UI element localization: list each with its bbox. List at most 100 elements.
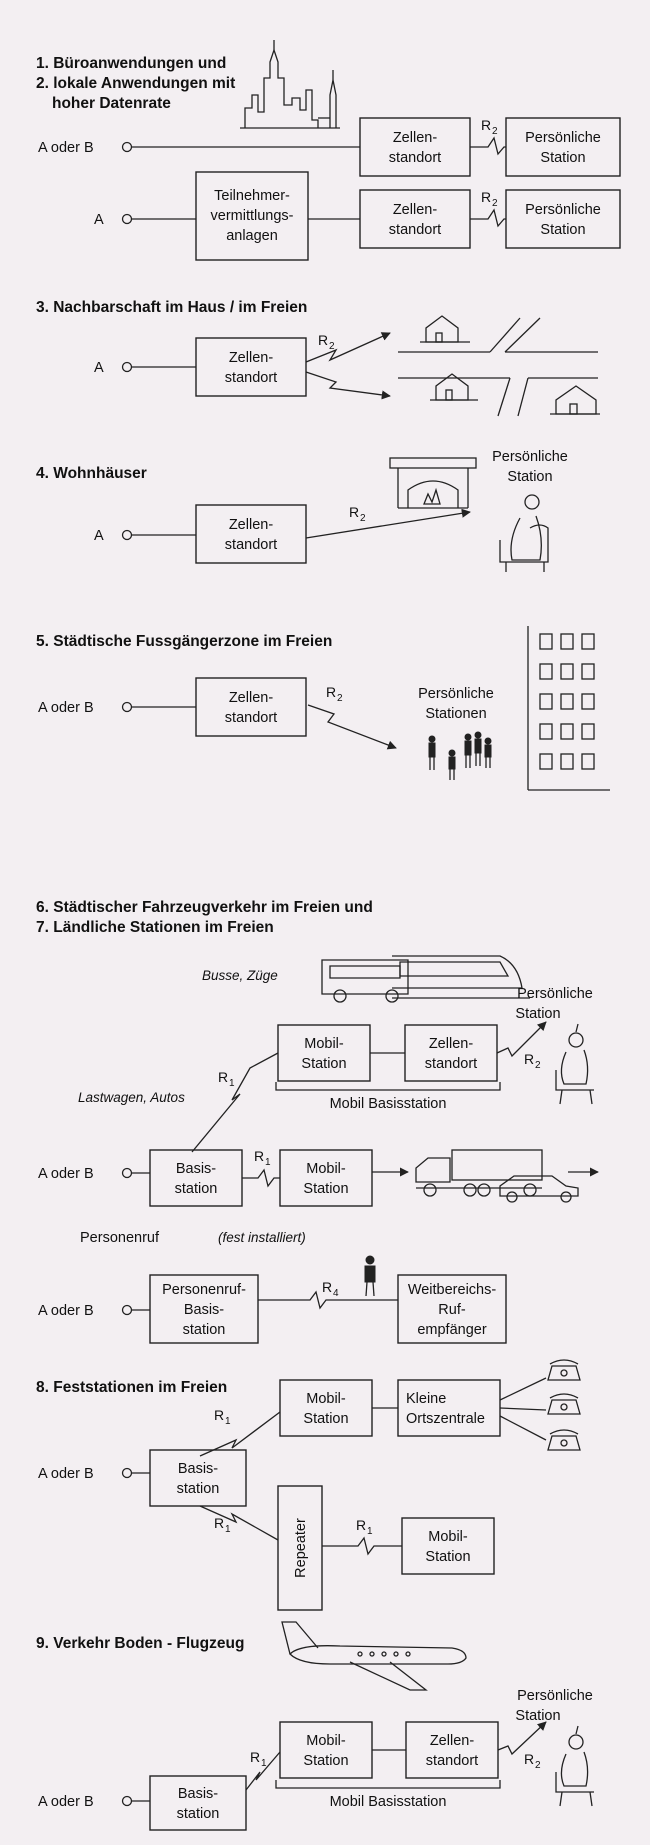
- mobile-base-label: Mobil Basisstation: [330, 1794, 447, 1810]
- r-label: R: [524, 1751, 534, 1767]
- office-building-icon: [528, 626, 610, 790]
- cell-site-label-2: standort: [425, 1056, 477, 1072]
- pedestrians-icon: [429, 732, 491, 780]
- section-1-2: 1. Büroanwendungen und 2. lokale Anwendu…: [36, 40, 620, 260]
- telephone-icon: [548, 1430, 580, 1450]
- cell-site-box: [196, 338, 306, 396]
- mobile-station-label-1: Mobil-: [304, 1036, 344, 1052]
- input-label: A: [94, 212, 104, 228]
- r-label: R: [356, 1517, 366, 1533]
- section-5: 5. Städtische Fussgängerzone im Freien A…: [36, 626, 610, 790]
- cell-site-label-2: standort: [389, 150, 441, 166]
- section-1-title-line2: 2. lokale Anwendungen mit: [36, 75, 235, 92]
- truck-car-icon: [416, 1150, 578, 1202]
- section-8: 8. Feststationen im Freien Mobil- Statio…: [36, 1360, 580, 1610]
- street-map-icon: [398, 318, 598, 416]
- input-terminal-icon: [123, 143, 132, 152]
- mobile-station-label-1: Mobil-: [306, 1161, 346, 1177]
- mobile-station-label-1: Mobil-: [306, 1733, 346, 1749]
- base-station-label-2: station: [175, 1181, 218, 1197]
- input-terminal-icon: [123, 1169, 132, 1178]
- r-subscript: 1: [225, 1524, 231, 1535]
- busse-label: Busse, Züge: [202, 968, 278, 983]
- radio-link-icon: [470, 210, 506, 226]
- pbx-label-1: Teilnehmer-: [214, 188, 290, 204]
- connection-line: [500, 1408, 546, 1410]
- r-subscript: 1: [229, 1078, 235, 1089]
- paging-base-label-1: Personenruf-: [162, 1282, 246, 1298]
- lastwagen-label: Lastwagen, Autos: [78, 1090, 185, 1105]
- radio-link-arrow: [306, 512, 470, 538]
- local-exchange-label-1: Kleine: [406, 1391, 446, 1407]
- section-6-title-line2: 7. Ländliche Stationen im Freien: [36, 919, 274, 936]
- mobile-station-label-1: Mobil-: [428, 1529, 468, 1545]
- personal-station-label-1: Persönliche: [492, 449, 568, 465]
- r-subscript: 4: [333, 1288, 339, 1299]
- input-label: A oder B: [38, 1303, 94, 1319]
- r-label: R: [349, 504, 359, 520]
- mobile-base-bracket: [276, 1780, 500, 1788]
- connection-line: [500, 1416, 546, 1440]
- mobile-station-label-2: Station: [303, 1753, 348, 1769]
- cell-site-label-1: Zellen-: [429, 1036, 473, 1052]
- input-terminal-icon: [123, 531, 132, 540]
- pbx-label-2: vermittlungs-: [211, 208, 294, 224]
- city-skyline-icon: [240, 40, 340, 128]
- cell-site-box: [360, 190, 470, 248]
- cell-site-label-2: standort: [225, 710, 277, 726]
- section-8-title: 8. Feststationen im Freien: [36, 1379, 227, 1396]
- mobile-base-bracket: [276, 1082, 500, 1090]
- section-5-title: 5. Städtische Fussgängerzone im Freien: [36, 633, 332, 650]
- section-6-7: 6. Städtischer Fahrzeugverkehr im Freien…: [36, 899, 598, 1343]
- personal-stations-label-2: Stationen: [425, 706, 486, 722]
- input-label: A oder B: [38, 1466, 94, 1482]
- telephone-icon: [548, 1394, 580, 1414]
- base-station-box: [150, 1150, 242, 1206]
- mobile-station-label-2: Station: [425, 1549, 470, 1565]
- cell-site-label-2: standort: [225, 537, 277, 553]
- personal-station-label-2: Station: [540, 222, 585, 238]
- personal-station-label-2: Station: [507, 469, 552, 485]
- input-terminal-icon: [123, 215, 132, 224]
- mobile-station-box: [280, 1722, 372, 1778]
- input-terminal-icon: [123, 1306, 132, 1315]
- r-subscript: 2: [360, 513, 366, 524]
- r-label: R: [481, 117, 491, 133]
- cell-site-box: [360, 118, 470, 176]
- r-label: R: [214, 1515, 224, 1531]
- r-label: R: [318, 332, 328, 348]
- cell-site-label-2: standort: [389, 222, 441, 238]
- r-label: R: [250, 1749, 260, 1765]
- fireplace-icon: [390, 458, 476, 508]
- cell-site-box: [196, 505, 306, 563]
- r-subscript: 2: [535, 1060, 541, 1071]
- personal-station-box: [506, 190, 620, 248]
- cell-site-label-1: Zellen-: [393, 130, 437, 146]
- cell-site-label-1: Zellen-: [229, 690, 273, 706]
- mobile-station-box: [280, 1380, 372, 1436]
- personal-station-label-1: Persönliche: [525, 130, 601, 146]
- input-label: A: [94, 528, 104, 544]
- radio-link-icon: [242, 1170, 280, 1186]
- input-label: A oder B: [38, 700, 94, 716]
- section-4-title: 4. Wohnhäuser: [36, 465, 147, 482]
- mobile-station-box: [280, 1150, 372, 1206]
- cell-site-box: [406, 1722, 498, 1778]
- personal-station-label-1: Persönliche: [525, 202, 601, 218]
- connection-line: [500, 1378, 546, 1400]
- section-1-title-line1: 1. Büroanwendungen und: [36, 55, 226, 72]
- personal-stations-label-1: Persönliche: [418, 686, 494, 702]
- mobile-station-label-2: Station: [303, 1181, 348, 1197]
- r-subscript: 1: [265, 1157, 271, 1168]
- radio-link-arrow: [497, 1022, 546, 1056]
- cell-site-box: [405, 1025, 497, 1081]
- r-label: R: [524, 1051, 534, 1067]
- input-label: A oder B: [38, 140, 94, 156]
- wide-area-receiver-label-3: empfänger: [417, 1322, 486, 1338]
- seated-person-icon: [500, 495, 548, 572]
- cell-site-label-2: standort: [426, 1753, 478, 1769]
- personal-station-label-1: Persönliche: [517, 986, 593, 1002]
- seated-person-phone-icon: [556, 1024, 594, 1104]
- cell-site-label-1: Zellen-: [229, 517, 273, 533]
